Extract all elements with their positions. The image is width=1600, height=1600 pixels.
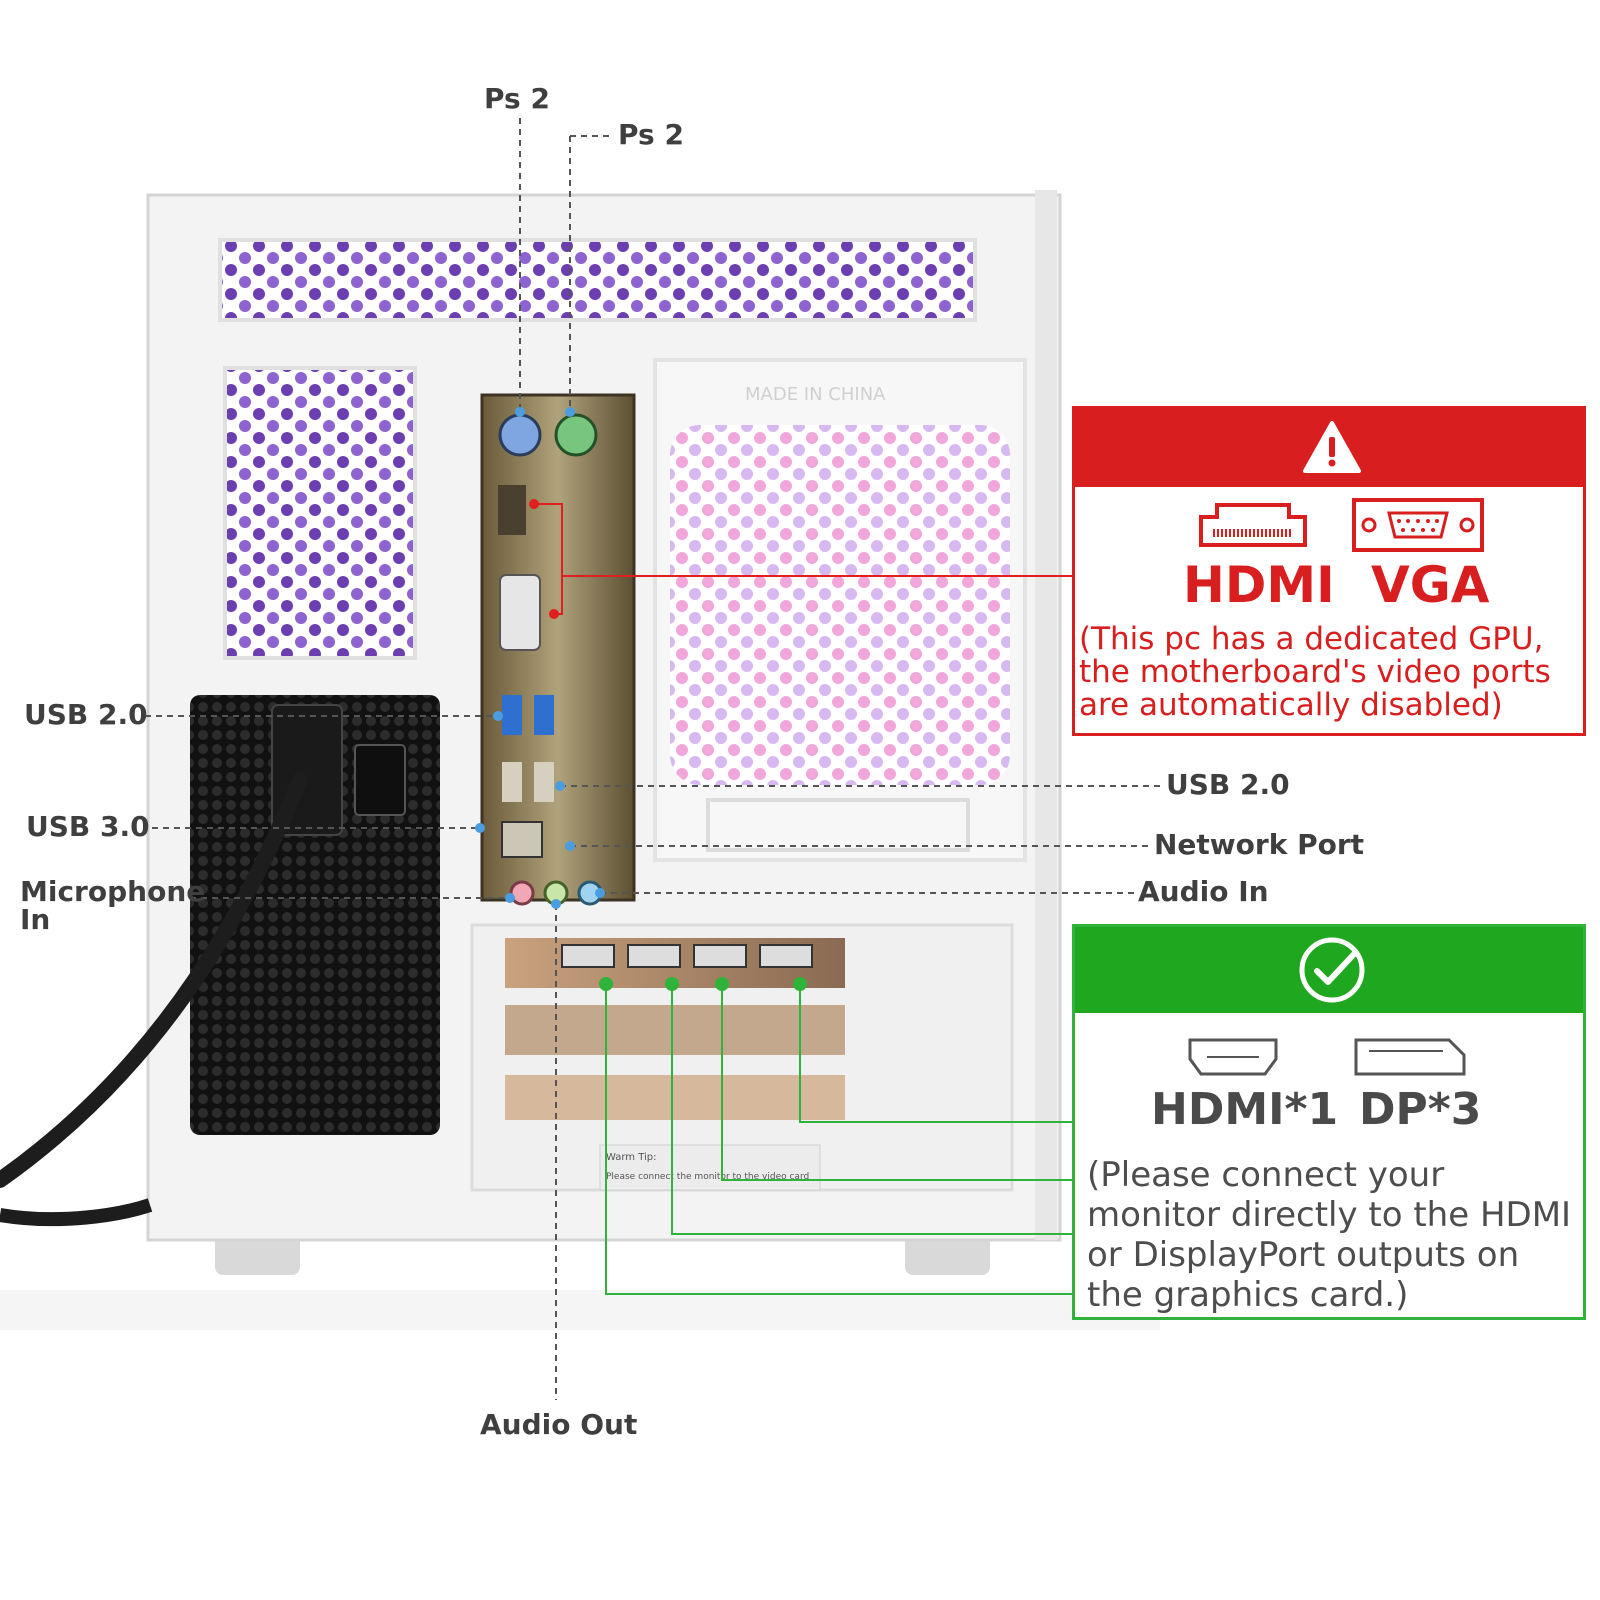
case-side-edge	[1035, 190, 1057, 1240]
gpu-hdmi-port	[561, 944, 615, 968]
label-microphone-in: Microphone In	[20, 875, 206, 936]
leader-onboard-vga	[554, 576, 563, 615]
label-ps2-left: Ps 2	[484, 82, 550, 115]
usb20-port	[534, 762, 554, 802]
usb30-port	[502, 695, 522, 735]
check-circle-icon	[1299, 937, 1365, 1003]
warm-tip-body: Please connect the monitor to the video …	[606, 1172, 810, 1182]
label-audio-in: Audio In	[1138, 875, 1269, 908]
left-vent	[223, 366, 417, 660]
leader-gpu-dp2	[721, 984, 1076, 1181]
warm-tip-sticker	[599, 1144, 821, 1191]
leader-gpu-dp1	[671, 984, 1076, 1235]
label-network-port: Network Port	[1154, 828, 1365, 861]
gpu-panel-header	[1075, 927, 1583, 1013]
label-usb30-left: USB 3.0	[26, 810, 150, 843]
displayport-icon	[1354, 1038, 1466, 1076]
gpu-dp-port	[759, 944, 813, 968]
floor-shadow	[0, 1290, 1160, 1330]
onboard-vga-label: VGA	[1371, 556, 1490, 614]
leader-gpu-dp3	[799, 984, 1076, 1123]
top-vent	[218, 238, 977, 322]
power-switch	[354, 744, 406, 816]
hdmi-port-icon	[1199, 503, 1307, 547]
leader-gpu-hdmi	[605, 984, 1076, 1295]
vga-port-onboard	[499, 574, 541, 651]
gpu-hdmi-label: HDMI*1	[1151, 1084, 1339, 1135]
gpu-outputs-panel: HDMI*1 DP*3 (Please connect your monitor…	[1072, 924, 1586, 1320]
onboard-hdmi-label: HDMI	[1183, 556, 1335, 614]
hdmi-port-icon	[1188, 1038, 1278, 1076]
leader-onboard-hdmi	[534, 503, 1076, 577]
network-port	[501, 821, 543, 858]
onboard-video-note: (This pc has a dedicated GPU, the mother…	[1079, 621, 1551, 723]
label-audio-out: Audio Out	[480, 1408, 638, 1441]
power-cable	[0, 772, 308, 1188]
warning-triangle-icon	[1303, 421, 1361, 473]
ps2-mouse-port	[554, 413, 598, 457]
usb20-port	[502, 762, 522, 802]
warning-panel-header	[1075, 409, 1583, 487]
gpu-dp-label: DP*3	[1359, 1084, 1482, 1135]
vga-port-icon	[1352, 498, 1484, 552]
warm-tip-title: Warm Tip:	[606, 1152, 657, 1163]
usb30-port	[534, 695, 554, 735]
gpu-connect-note: (Please connect your monitor directly to…	[1087, 1155, 1572, 1315]
mic-in-jack	[509, 880, 535, 906]
power-cable	[0, 1198, 153, 1227]
gpu-dp-port	[627, 944, 681, 968]
slot-cover	[505, 1075, 845, 1120]
case-foot	[905, 1235, 990, 1275]
gpu-vent	[505, 1005, 845, 1055]
rear-fan-grille	[670, 425, 1010, 785]
case-foot	[215, 1235, 300, 1275]
hdmi-port-onboard	[498, 485, 526, 535]
label-ps2-right: Ps 2	[618, 118, 684, 151]
fan-slot	[706, 798, 970, 852]
gpu-dp-port	[693, 944, 747, 968]
label-usb20-left: USB 2.0	[24, 698, 148, 731]
label-usb20-right: USB 2.0	[1166, 768, 1290, 801]
onboard-video-warning-panel: HDMI VGA (This pc has a dedicated GPU, t…	[1072, 406, 1586, 736]
case-embossed-text: MADE IN CHINA	[745, 384, 886, 405]
